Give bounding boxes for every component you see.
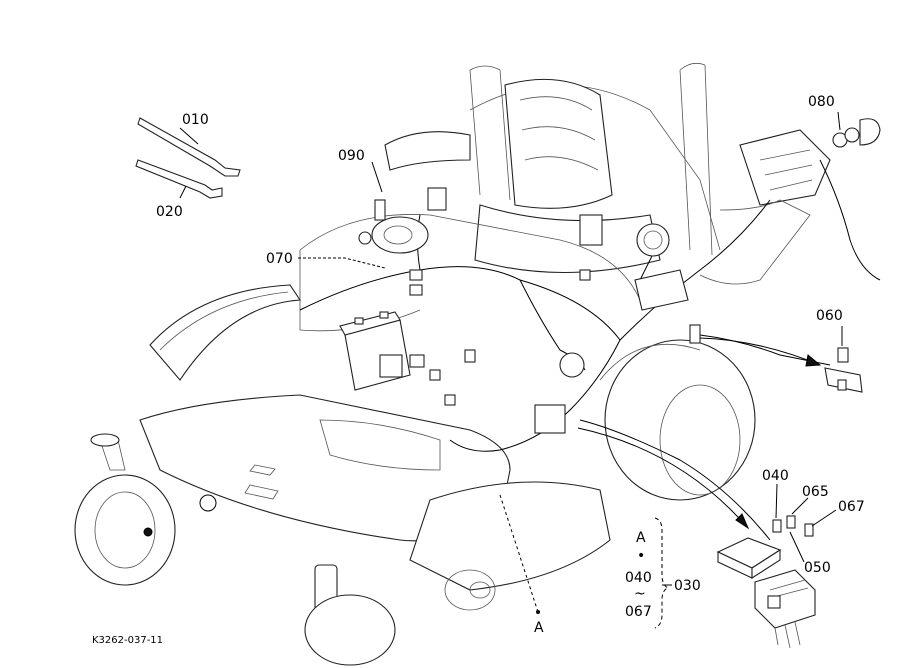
callout-067: 067 [838, 499, 865, 515]
figure-code: K3262-037-11 [92, 635, 163, 646]
fuse-box-mounted [534, 404, 566, 434]
rear-wheel [599, 339, 756, 501]
fuse-box-050 [716, 537, 816, 649]
seat-base [474, 204, 661, 274]
callout-010: 010 [182, 112, 209, 128]
cable-tie-010 [137, 117, 241, 177]
armrest [384, 131, 471, 171]
callout-a-bottom: A [534, 620, 544, 636]
legend-range-start: 040 [625, 570, 652, 586]
legend-tilde: ~ [634, 586, 646, 602]
callout-080: 080 [808, 94, 835, 110]
legend-bracket [654, 517, 670, 629]
front-caster-left [74, 433, 176, 586]
fuse-040 [772, 519, 782, 533]
callout-050: 050 [804, 560, 831, 576]
seat [504, 78, 613, 209]
legend-range-end: 067 [625, 604, 652, 620]
callout-070: 070 [266, 251, 293, 267]
callout-060: 060 [816, 308, 843, 324]
legend-assembly: 030 [674, 578, 701, 594]
callout-090: 090 [338, 148, 365, 164]
callout-065: 065 [802, 484, 829, 500]
mower-deck [409, 481, 611, 591]
part-080-terminal [832, 118, 881, 148]
battery [339, 311, 411, 391]
legend-ref-letter: A [636, 530, 646, 546]
fuse-067 [804, 523, 814, 537]
part-060-connector [824, 347, 863, 393]
callout-020: 020 [156, 204, 183, 220]
mower-illustration [74, 62, 881, 666]
regulator [636, 223, 670, 257]
front-caster-center [304, 564, 396, 666]
relay-upper [579, 214, 603, 246]
leader-lines [179, 111, 843, 614]
callout-040: 040 [762, 468, 789, 484]
fuse-065 [786, 515, 796, 529]
instrument-cluster [358, 187, 447, 254]
left-fender [149, 284, 301, 381]
cable-tie-020 [135, 159, 223, 199]
starter-motor [699, 129, 831, 285]
legend-dot: • [637, 548, 645, 564]
relay [379, 354, 403, 378]
